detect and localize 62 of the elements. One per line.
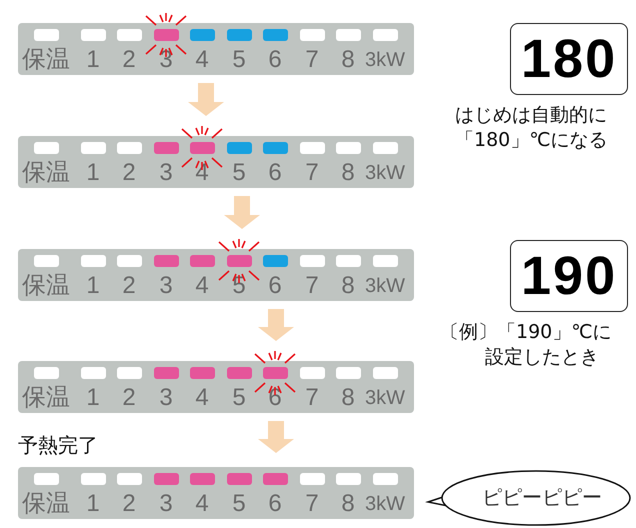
level-label: 4 bbox=[195, 385, 209, 411]
level-label: 3kW bbox=[365, 48, 405, 73]
level-label: 5 bbox=[232, 47, 246, 73]
level-label: 3 bbox=[159, 160, 173, 186]
level-label: 3kW bbox=[365, 386, 405, 411]
level-label: 4 bbox=[195, 273, 209, 299]
level-label: 3 bbox=[159, 273, 173, 299]
temperature-reading: 190 bbox=[521, 245, 618, 308]
level-label: 5 bbox=[232, 385, 246, 411]
level-label: 4 bbox=[195, 491, 209, 517]
level-label: 5 bbox=[232, 491, 246, 517]
level-label: 7 bbox=[305, 273, 319, 299]
level-label: 2 bbox=[122, 160, 136, 186]
caption-text: 〔例〕「190」℃に設定したとき bbox=[440, 320, 613, 370]
level-label: 3 bbox=[159, 385, 173, 411]
level-label: 保温 bbox=[22, 160, 70, 186]
level-label: 1 bbox=[86, 491, 100, 517]
level-label: 7 bbox=[305, 160, 319, 186]
level-label: 保温 bbox=[22, 273, 70, 299]
level-label: 8 bbox=[341, 385, 355, 411]
level-label: 7 bbox=[305, 47, 319, 73]
level-label: 5 bbox=[232, 160, 246, 186]
arrow bbox=[258, 421, 294, 453]
level-label: 3kW bbox=[365, 274, 405, 299]
temperature-display bbox=[510, 240, 628, 312]
level-label: 4 bbox=[195, 47, 209, 73]
temperature-reading: 180 bbox=[521, 28, 618, 91]
level-label: 6 bbox=[268, 273, 282, 299]
sound-text: ピピーピピー bbox=[482, 484, 602, 510]
caption-text: はじめは自動的に「180」℃になる bbox=[455, 103, 609, 153]
level-label: 3kW bbox=[365, 161, 405, 186]
level-label: 6 bbox=[268, 160, 282, 186]
level-label: 保温 bbox=[22, 491, 70, 517]
level-label: 保温 bbox=[22, 385, 70, 411]
level-label: 3kW bbox=[365, 492, 405, 517]
level-label: 3 bbox=[159, 491, 173, 517]
level-label: 8 bbox=[341, 47, 355, 73]
level-label: 8 bbox=[341, 160, 355, 186]
level-label: 8 bbox=[341, 273, 355, 299]
temperature-display bbox=[510, 23, 628, 95]
level-label: 2 bbox=[122, 385, 136, 411]
level-label: 1 bbox=[86, 160, 100, 186]
level-label: 保温 bbox=[22, 47, 70, 73]
level-label: 3 bbox=[159, 47, 173, 73]
level-label: 2 bbox=[122, 47, 136, 73]
level-label: 2 bbox=[122, 491, 136, 517]
level-label: 6 bbox=[268, 491, 282, 517]
level-label: 1 bbox=[86, 273, 100, 299]
level-label: 1 bbox=[86, 47, 100, 73]
level-label: 1 bbox=[86, 385, 100, 411]
level-label: 4 bbox=[195, 160, 209, 186]
arrow bbox=[258, 309, 294, 341]
speech-bubble bbox=[425, 470, 631, 526]
arrow bbox=[224, 196, 260, 229]
level-label: 6 bbox=[268, 47, 282, 73]
level-label: 6 bbox=[268, 385, 282, 411]
level-label: 7 bbox=[305, 491, 319, 517]
level-label: 2 bbox=[122, 273, 136, 299]
level-label: 8 bbox=[341, 491, 355, 517]
level-label: 7 bbox=[305, 385, 319, 411]
arrow bbox=[188, 83, 224, 116]
status-heading: 予熱完了 bbox=[18, 433, 98, 457]
